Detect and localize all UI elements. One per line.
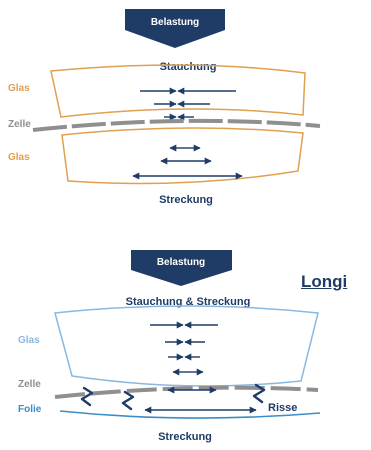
top-cell-layer: Zelle [8,118,321,132]
bottom-stretch-label: Streckung [158,431,212,443]
crack-marks [80,383,266,411]
bottom-load-label: Belastung [157,257,205,268]
cracks-label: Risse [268,402,297,414]
longi-link[interactable]: Longi [301,272,348,291]
top-stretch-arrows [132,144,243,180]
top-glass-upper-pane [50,64,306,118]
top-compression-label: Stauchung [160,61,217,73]
top-load-arrow: Belastung [125,9,225,48]
bottom-compression-arrows [150,321,218,361]
bottom-stretch-arrows [144,386,257,414]
bottom-cell-layer: Zelle [18,379,319,399]
bottom-glass-pane [54,305,319,387]
foil-layer [59,410,321,419]
bottom-cell-label: Zelle [18,379,41,390]
top-glass-lower-pane [61,127,304,185]
top-compression-arrows [140,87,236,121]
top-glass-upper-label: Glas [8,83,30,94]
top-diagram: Belastung Stauchung Glas Zelle Glas [8,9,321,206]
bottom-glass-label: Glas [18,335,40,346]
top-cell-label: Zelle [8,119,31,130]
top-load-label: Belastung [151,17,199,28]
foil-label: Folie [18,404,42,415]
top-stretch-label: Streckung [159,194,213,206]
bottom-diagram: Belastung Stauchung & Streckung Glas Zel… [18,250,321,443]
top-glass-lower-label: Glas [8,152,30,163]
bottom-compression-stretch-label: Stauchung & Streckung [126,296,251,308]
bottom-load-arrow: Belastung [131,250,232,286]
